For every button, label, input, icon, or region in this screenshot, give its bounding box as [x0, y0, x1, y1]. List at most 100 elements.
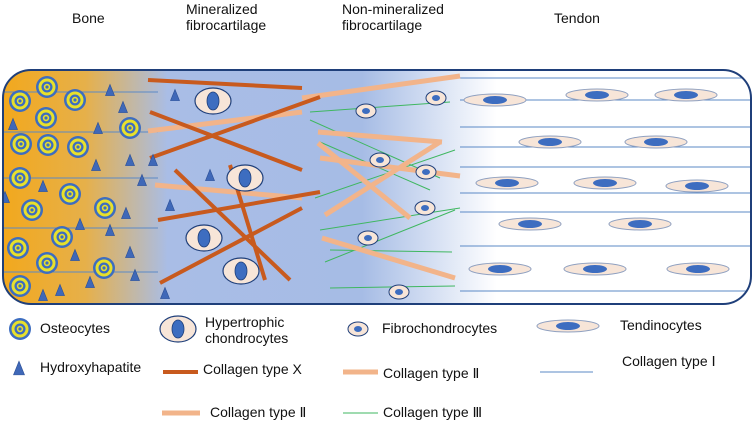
legend-hydroxyhapatite-label: Hydroxyhapatite: [40, 359, 142, 375]
hypertrophic-nucleus: [171, 319, 185, 339]
hydroxyapatite-crystal: [3, 190, 10, 203]
osteocyte-core: [46, 143, 50, 147]
fibrochondrocyte: [414, 200, 436, 216]
hydroxyapatite-icon: [13, 360, 25, 376]
tendinocyte: [475, 176, 539, 190]
osteocyte: [35, 107, 57, 129]
osteocyte: [9, 167, 31, 189]
tendinocyte-nucleus: [686, 265, 710, 273]
tendinocyte-nucleus: [495, 179, 519, 187]
fibrochondrocyte-icon: [347, 321, 369, 337]
hypertrophic-nucleus: [238, 168, 252, 188]
osteocyte: [9, 275, 31, 297]
legend-osteocytes-label: Osteocytes: [40, 320, 111, 336]
hydroxyapatite-crystal: [105, 223, 115, 236]
hydroxyapatite-crystal: [118, 100, 128, 113]
fibro-nucleus: [364, 235, 372, 241]
hypertrophic-nucleus: [234, 261, 248, 281]
tendinocyte-nucleus: [585, 91, 609, 99]
hydroxyapatite-crystal: [70, 248, 80, 261]
hydroxyapatite-crystal: [205, 168, 215, 181]
collagen-type-ii-fiber: [147, 109, 303, 134]
collagen-type-ii-fiber: [323, 139, 442, 218]
tendinocyte-nucleus: [483, 96, 507, 104]
tendinocyte-nucleus: [538, 138, 562, 146]
osteocyte-core: [18, 99, 22, 103]
hydroxyapatite-crystal: [93, 121, 103, 134]
hydroxyapatite-crystal: [125, 245, 135, 258]
tendinocyte-nucleus: [628, 220, 652, 228]
collagen-type-ii-fiber: [154, 182, 303, 201]
legend-collagen-i-label: Collagen type Ⅰ: [622, 353, 716, 369]
header-mineralized-fibrocartilage: Mineralized fibrocartilage: [186, 1, 267, 33]
legend-collagen-iii-label: Collagen type Ⅲ: [383, 404, 483, 420]
tendinocyte: [573, 176, 637, 190]
tendinocyte-nucleus: [518, 220, 542, 228]
osteocyte-icon: [9, 318, 31, 340]
osteocyte-core: [73, 98, 77, 102]
header-non-mineralized-fibrocartilage: Non-mineralized fibrocartilage: [342, 1, 444, 33]
collagen-type-x-fiber: [149, 95, 321, 160]
legend-fibrochondrocytes-label: Fibrochondrocytes: [382, 320, 498, 336]
osteocyte-core: [18, 284, 22, 288]
legend-hypertrophic-label: Hypertrophic chondrocytes: [205, 314, 289, 346]
osteocyte-core: [76, 145, 80, 149]
fibrochondrocyte: [357, 230, 379, 246]
tendinocyte-nucleus: [685, 182, 709, 190]
osteocyte-core: [18, 176, 22, 180]
hypertrophic-chondrocyte: [194, 87, 232, 115]
hydroxyapatite-crystal: [137, 173, 147, 186]
fibro-nucleus: [354, 326, 362, 332]
osteocyte: [51, 226, 73, 248]
tendinocyte-nucleus: [674, 91, 698, 99]
fibrochondrocyte: [369, 152, 391, 168]
osteocyte-core: [103, 206, 107, 210]
osteocyte: [10, 133, 32, 155]
osteocyte: [36, 76, 58, 98]
osteocyte-core: [45, 261, 49, 265]
collagen-type-x-fiber: [173, 168, 292, 282]
hydroxyapatite-crystal: [38, 288, 48, 301]
osteocyte-core: [30, 208, 34, 212]
osteocyte: [37, 134, 59, 156]
hydroxyapatite-crystal: [121, 206, 131, 219]
osteocyte: [67, 136, 89, 158]
hydroxyapatite-crystal: [165, 198, 175, 211]
tendinocyte: [565, 88, 629, 102]
fibro-nucleus: [395, 289, 403, 295]
tendinocyte: [498, 217, 562, 231]
band-border: [2, 69, 752, 305]
osteocyte: [21, 199, 43, 221]
fibrochondrocyte: [388, 284, 410, 300]
fibro-nucleus: [421, 205, 429, 211]
hydroxyapatite-crystal: [105, 83, 115, 96]
hydroxyapatite-crystal: [148, 153, 158, 166]
tendinocyte: [468, 262, 532, 276]
legend-icons: [9, 315, 600, 416]
tendinocyte-nucleus: [556, 322, 580, 330]
osteocyte-core: [128, 126, 132, 130]
tendinocyte-nucleus: [583, 265, 607, 273]
osteocyte-core: [68, 192, 72, 196]
hypertrophic-chondrocyte-icon: [159, 315, 197, 343]
collagen-type-iii-fiber: [329, 249, 453, 253]
band-content: [3, 73, 751, 301]
legend-collagen-ii-label: Collagen type Ⅱ: [383, 365, 480, 381]
tissue-band: [3, 70, 751, 304]
hypertrophic-chondrocyte: [185, 224, 223, 252]
hydroxyapatite-crystal: [75, 217, 85, 230]
legend-collagen-ii-secondary-label: Collagen type Ⅱ: [210, 404, 307, 420]
fibro-nucleus: [422, 169, 430, 175]
fibro-nucleus: [362, 108, 370, 114]
osteocyte: [94, 197, 116, 219]
tendinocyte: [608, 217, 672, 231]
collagen-type-iii-fiber: [324, 209, 456, 263]
collagen-type-ii-fiber: [316, 141, 412, 220]
hydroxyapatite-crystal: [130, 268, 140, 281]
osteocyte-core: [44, 116, 48, 120]
fibrochondrocyte: [415, 164, 437, 180]
tendinocyte: [624, 135, 688, 149]
collagen-type-x-fiber: [159, 206, 303, 285]
hypertrophic-chondrocyte: [222, 257, 260, 285]
